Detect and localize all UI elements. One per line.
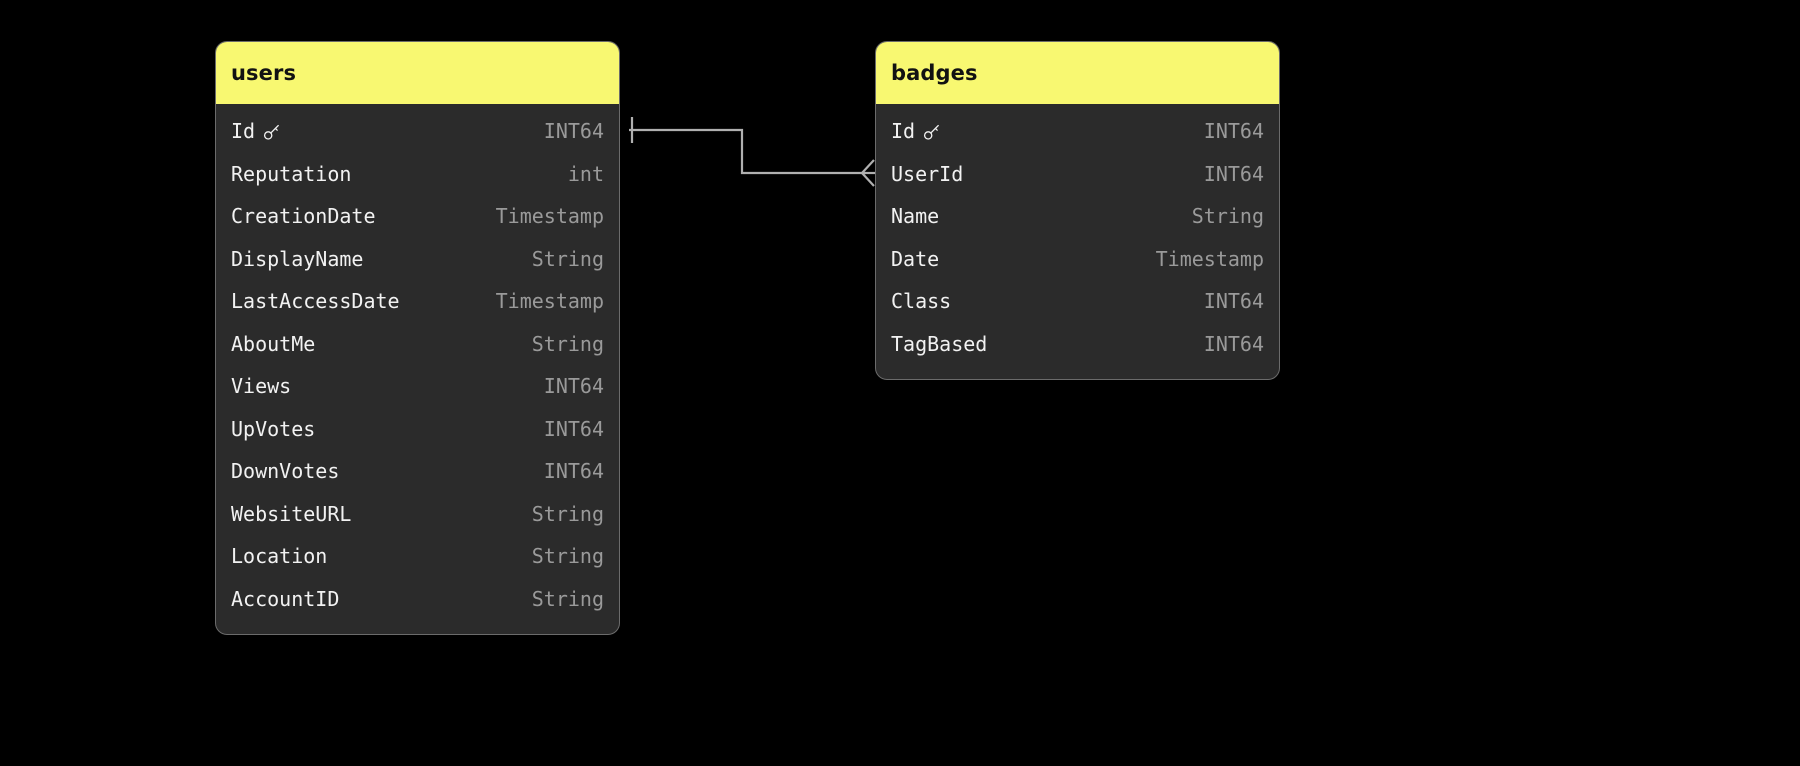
field-type: Timestamp: [495, 204, 604, 229]
field-name-wrapper: LastAccessDate: [231, 289, 400, 313]
field-row-badges-userid[interactable]: UserId INT64: [876, 153, 1279, 196]
field-label: Date: [891, 246, 940, 271]
field-label: UpVotes: [231, 416, 316, 441]
field-row-users-websiteurl[interactable]: WebsiteURL String: [216, 493, 619, 536]
field-row-users-views[interactable]: Views INT64: [216, 365, 619, 408]
field-row-users-lastaccessdate[interactable]: LastAccessDate Timestamp: [216, 280, 619, 323]
field-label: DisplayName: [231, 246, 364, 271]
field-label: Reputation: [231, 161, 352, 186]
field-type: Timestamp: [495, 289, 604, 314]
field-type: INT64: [1203, 161, 1264, 186]
field-name-wrapper: Location: [231, 544, 327, 568]
entity-fields-badges: Id INT64 UserId INT64: [876, 104, 1279, 379]
field-name-wrapper: Class: [891, 289, 951, 313]
field-row-badges-tagbased[interactable]: TagBased INT64: [876, 323, 1279, 366]
field-name-wrapper: DisplayName: [231, 247, 363, 271]
key-icon: [262, 123, 281, 142]
field-label: Location: [231, 544, 328, 569]
field-label: WebsiteURL: [231, 501, 352, 526]
field-label: Id: [891, 119, 916, 144]
field-name-wrapper: Date: [891, 247, 939, 271]
field-type: String: [531, 331, 604, 356]
field-row-users-downvotes[interactable]: DownVotes INT64: [216, 450, 619, 493]
field-type: INT64: [543, 459, 604, 484]
field-type: INT64: [1203, 331, 1264, 356]
field-name-wrapper: Reputation: [231, 162, 351, 186]
field-name-wrapper: AccountID: [231, 587, 339, 611]
field-label: TagBased: [891, 331, 988, 356]
field-row-users-reputation[interactable]: Reputation int: [216, 153, 619, 196]
field-row-users-creationdate[interactable]: CreationDate Timestamp: [216, 195, 619, 238]
field-label: Id: [231, 119, 256, 144]
field-label: CreationDate: [231, 204, 376, 229]
key-icon: [922, 123, 941, 142]
field-label: LastAccessDate: [231, 289, 400, 314]
entity-fields-users: Id INT64 Reputation int: [216, 104, 619, 634]
field-name-wrapper: WebsiteURL: [231, 502, 351, 526]
cardinality-many-marker: [860, 159, 875, 187]
field-type: String: [531, 586, 604, 611]
field-type: String: [531, 246, 604, 271]
field-label: Views: [231, 374, 292, 399]
field-row-users-location[interactable]: Location String: [216, 535, 619, 578]
field-row-users-upvotes[interactable]: UpVotes INT64: [216, 408, 619, 451]
field-type: INT64: [543, 374, 604, 399]
entity-title-users: users: [216, 42, 619, 104]
field-name-wrapper: TagBased: [891, 332, 987, 356]
field-row-badges-name[interactable]: Name String: [876, 195, 1279, 238]
field-name-wrapper: UserId: [891, 162, 963, 186]
field-type: INT64: [543, 119, 604, 144]
field-name-wrapper: UpVotes: [231, 417, 315, 441]
field-name-wrapper: Name: [891, 204, 939, 228]
field-row-users-aboutme[interactable]: AboutMe String: [216, 323, 619, 366]
entity-card-users[interactable]: users Id INT64 Reputatio: [215, 41, 620, 635]
field-row-badges-id[interactable]: Id INT64: [876, 110, 1279, 153]
field-label: Name: [891, 204, 940, 229]
field-name-wrapper: AboutMe: [231, 332, 315, 356]
field-row-badges-class[interactable]: Class INT64: [876, 280, 1279, 323]
field-type: INT64: [1203, 119, 1264, 144]
field-type: INT64: [1203, 289, 1264, 314]
field-name-wrapper: Views: [231, 374, 291, 398]
field-row-badges-date[interactable]: Date Timestamp: [876, 238, 1279, 281]
field-type: Timestamp: [1155, 246, 1264, 271]
entity-title-badges: badges: [876, 42, 1279, 104]
field-type: int: [567, 161, 604, 186]
connector-path: [629, 128, 866, 175]
field-label: UserId: [891, 161, 964, 186]
field-name-wrapper: Id: [231, 119, 281, 143]
entity-card-badges[interactable]: badges Id INT64 UserId: [875, 41, 1280, 380]
field-type: String: [1191, 204, 1264, 229]
field-label: DownVotes: [231, 459, 340, 484]
field-name-wrapper: CreationDate: [231, 204, 376, 228]
field-type: String: [531, 544, 604, 569]
field-label: AccountID: [231, 586, 340, 611]
field-name-wrapper: Id: [891, 119, 941, 143]
field-row-users-displayname[interactable]: DisplayName String: [216, 238, 619, 281]
field-name-wrapper: DownVotes: [231, 459, 339, 483]
field-label: AboutMe: [231, 331, 316, 356]
field-row-users-accountid[interactable]: AccountID String: [216, 578, 619, 621]
field-type: INT64: [543, 416, 604, 441]
field-label: Class: [891, 289, 952, 314]
field-row-users-id[interactable]: Id INT64: [216, 110, 619, 153]
field-type: String: [531, 501, 604, 526]
